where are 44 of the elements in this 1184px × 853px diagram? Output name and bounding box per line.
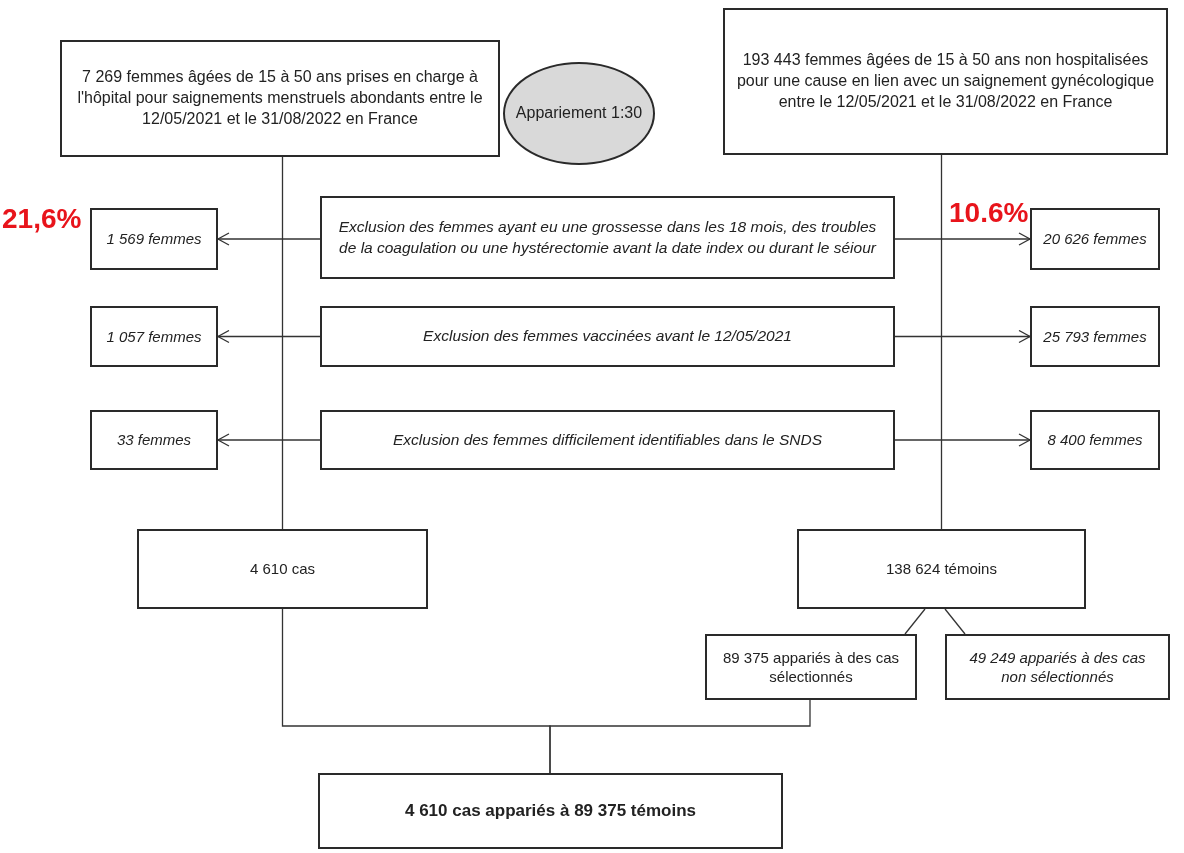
box-text: 193 443 femmes âgées de 15 à 50 ans non hospitalisées pour une cause en lien avec un saignement gynécologique entre le 12/05/2021 et le 31/08/2022 en France <box>735 50 1156 112</box>
subgroup-box <box>705 634 917 700</box>
connector-line <box>904 608 926 635</box>
box-text: 8 400 femmes <box>1047 430 1143 450</box>
connector-line <box>281 156 284 530</box>
group-box <box>797 529 1086 609</box>
group-box <box>137 529 428 609</box>
box-text: 7 269 femmes âgées de 15 à 50 ans prises en charge à l'hôpital pour saignements menstruels abondants entre le 12/05/2021 et le 31/08/2022 en France <box>76 67 484 129</box>
count-box <box>90 410 218 470</box>
connector-line <box>944 608 966 635</box>
arrow <box>894 232 1031 246</box>
arrow <box>894 329 1031 344</box>
exclusion-box <box>320 306 895 367</box>
arrow <box>894 433 1031 447</box>
box-text: 1 569 femmes <box>106 229 202 249</box>
box-text: 33 femmes <box>116 430 192 450</box>
box-text: Appariement 1:30 <box>515 103 643 124</box>
box-text: Exclusion des femmes vaccinées avant le 12/05/2021 <box>423 326 792 347</box>
box-text: 1 057 femmes <box>106 326 202 347</box>
arrow <box>217 329 321 344</box>
box-text: Exclusion des femmes ayant eu une grossesse dans les 18 mois, des troubles de la coagulation ou une hystérectomie avant la date index ou durant le séiour <box>337 217 878 258</box>
box-text: 20 626 femmes <box>1043 229 1147 249</box>
exclusion-box <box>320 410 895 470</box>
box-text: 4 610 cas appariés à 89 375 témoins <box>404 799 697 822</box>
cohort-box <box>723 8 1168 155</box>
result-box <box>318 773 783 849</box>
subgroup-box <box>945 634 1170 700</box>
count-box <box>1030 208 1160 270</box>
arrow <box>217 232 321 246</box>
exclusion-box <box>320 196 895 279</box>
count-box <box>1030 410 1160 470</box>
box-text: 138 624 témoins <box>886 559 997 579</box>
count-box <box>90 306 218 367</box>
box-text: Exclusion des femmes difficilement identifiables dans le SNDS <box>393 429 822 450</box>
box-text: 49 249 appariés à des cas non sélectionnés <box>968 647 1147 687</box>
count-box <box>1030 306 1160 367</box>
box-text: 89 375 appariés à des cas sélectionnés <box>722 647 900 687</box>
box-text: 4 610 cas <box>249 559 315 579</box>
count-box <box>90 208 218 270</box>
arrow <box>217 433 321 447</box>
connector-line <box>940 154 943 530</box>
box-text: 25 793 femmes <box>1043 326 1147 347</box>
connector-line <box>549 699 811 774</box>
cohort-box <box>60 40 500 157</box>
